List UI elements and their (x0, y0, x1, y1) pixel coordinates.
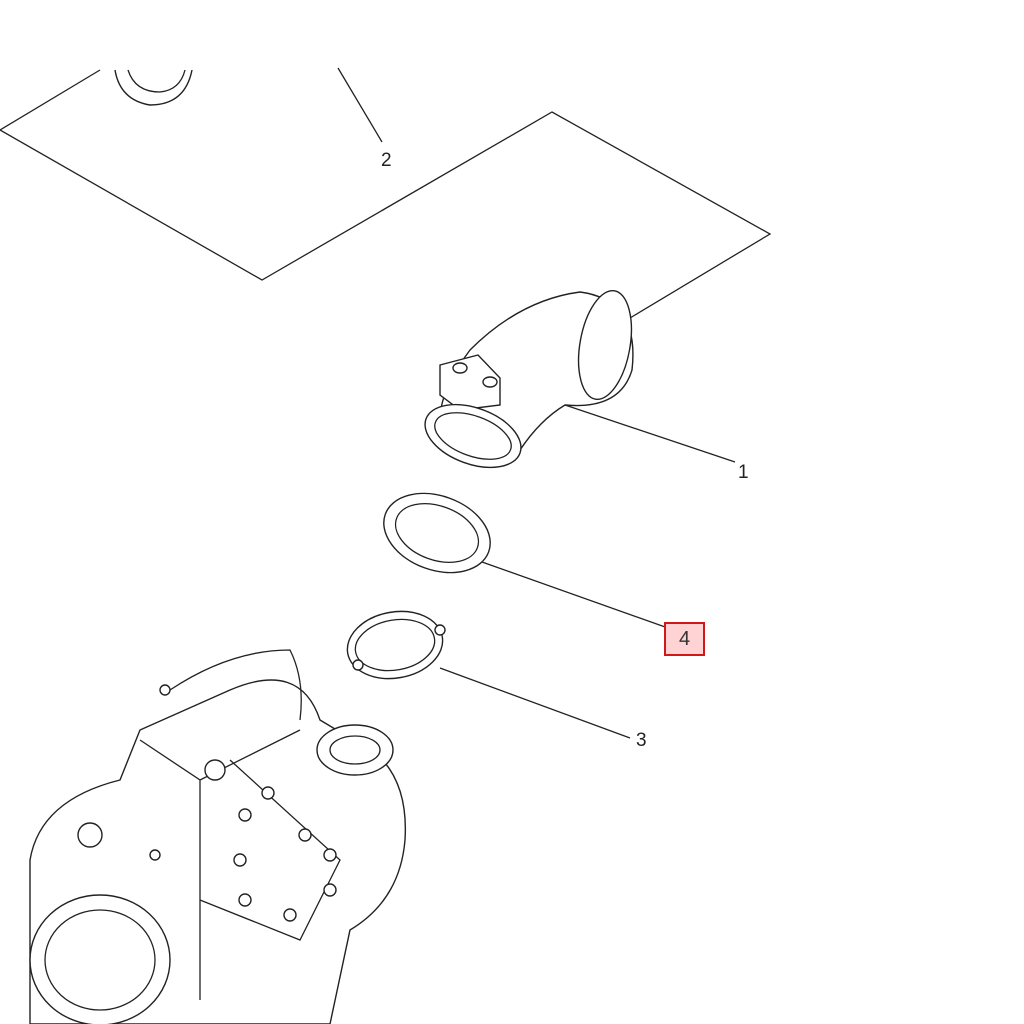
v-band-clamp-part-3 (346, 610, 446, 680)
elbow-pipe-part-1 (424, 289, 634, 469)
kit-outline (0, 69, 772, 319)
turbocharger-housing (29, 649, 407, 1024)
callout-2[interactable]: 2 (381, 150, 392, 171)
leader-line-4 (481, 561, 669, 629)
callout-4-highlighted[interactable]: 4 (664, 622, 705, 656)
gasket-part-4 (383, 492, 491, 574)
leader-line-1 (564, 404, 736, 463)
hose-clamp-part-2 (114, 69, 193, 106)
callout-1[interactable]: 1 (738, 462, 749, 483)
leader-line-2 (337, 67, 383, 143)
leader-line-3 (439, 667, 631, 739)
callout-3[interactable]: 3 (636, 730, 647, 751)
